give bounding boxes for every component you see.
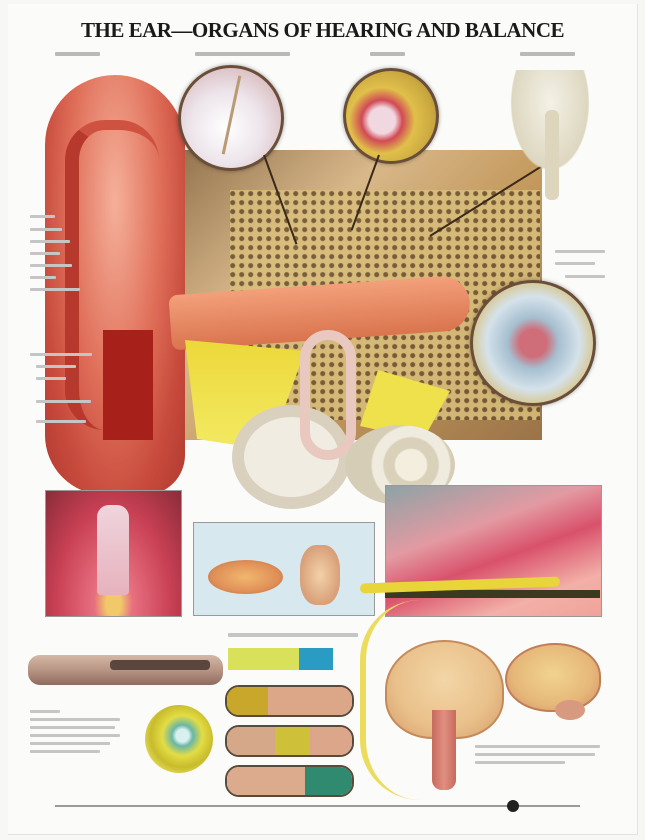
saccule-illustration: [300, 545, 340, 605]
label-placeholder: [30, 215, 55, 218]
cochlea-cross-section-inset: [470, 280, 596, 406]
label-placeholder: [30, 742, 110, 745]
label-placeholder: [30, 710, 60, 713]
brain-sagittal: [505, 643, 601, 712]
label-placeholder: [36, 420, 86, 423]
publisher-logo-icon: [507, 800, 519, 812]
label-placeholder: [30, 353, 92, 356]
label-placeholder: [475, 753, 595, 756]
subheading-placeholder: [520, 52, 575, 56]
label-placeholder: [30, 228, 62, 231]
label-placeholder: [30, 252, 60, 255]
footer-rule: [55, 805, 580, 807]
nerve-cross-section: [145, 705, 213, 773]
label-placeholder: [30, 240, 70, 243]
chart-title-placeholder: [228, 633, 358, 637]
ossicle-stem: [545, 110, 559, 200]
hearing-bar: [225, 765, 354, 797]
semicircular-canal-vertical: [300, 330, 356, 460]
middle-ear-inset: [343, 68, 439, 164]
cerebellum: [555, 700, 585, 720]
label-placeholder: [30, 750, 100, 753]
hearing-bar: [228, 648, 333, 670]
poster-title: THE EAR—ORGANS OF HEARING AND BALANCE: [80, 18, 565, 42]
label-placeholder: [30, 734, 120, 737]
label-placeholder: [36, 377, 66, 380]
label-placeholder: [30, 264, 72, 267]
label-placeholder: [30, 276, 56, 279]
label-placeholder: [30, 718, 120, 721]
utricle-illustration: [208, 560, 283, 594]
basilar-membrane: [385, 590, 600, 598]
eustachian-structure: [97, 505, 129, 595]
label-placeholder: [475, 745, 600, 748]
hearing-bar: [225, 685, 354, 717]
label-placeholder: [30, 726, 115, 729]
hearing-bar: [225, 725, 354, 757]
nerve-fiber-dark: [110, 660, 210, 670]
auditory-nerve-curve: [360, 600, 426, 800]
label-placeholder: [555, 250, 605, 253]
subheading-placeholder: [55, 52, 100, 56]
label-placeholder: [36, 400, 91, 403]
subheading-placeholder: [370, 52, 405, 56]
subheading-placeholder: [195, 52, 290, 56]
brainstem: [432, 710, 456, 790]
ear-helix-fold: [65, 120, 159, 430]
label-placeholder: [30, 288, 80, 291]
label-placeholder: [475, 761, 565, 764]
label-placeholder: [36, 365, 76, 368]
label-placeholder: [565, 275, 605, 278]
ear-dark-panel: [103, 330, 153, 440]
label-placeholder: [555, 262, 595, 265]
